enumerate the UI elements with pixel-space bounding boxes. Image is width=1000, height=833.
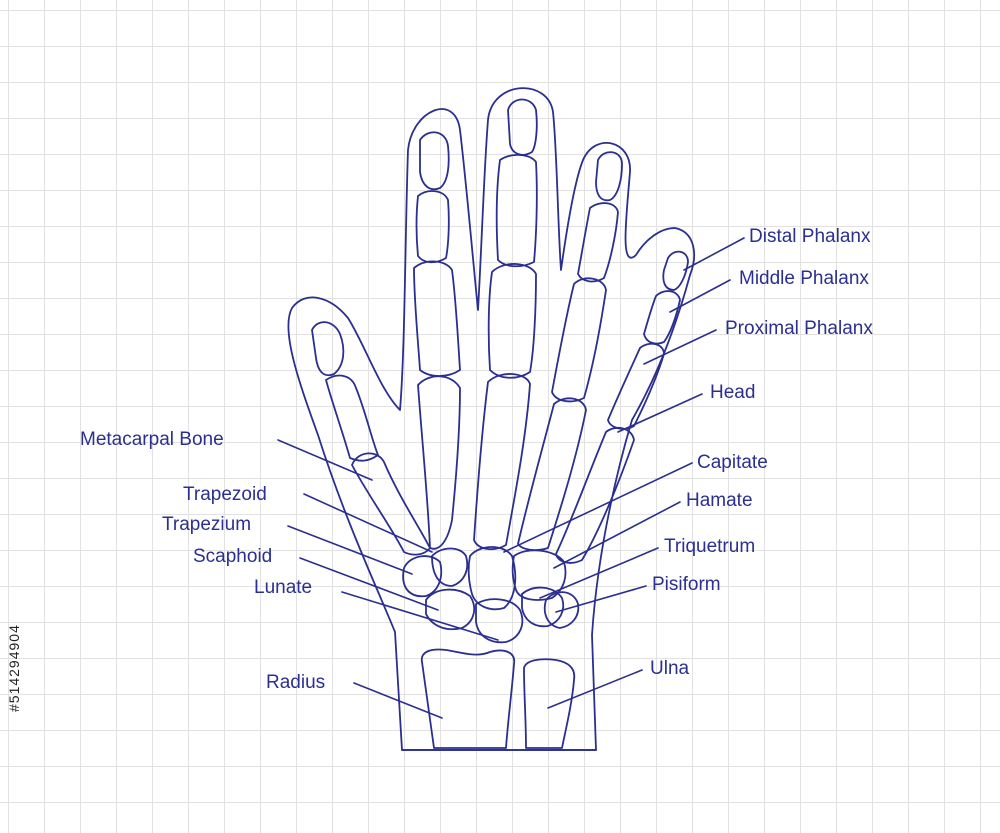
hand-outline (287, 87, 696, 751)
little-proximal-phalanx (607, 342, 665, 430)
hamate-bone (511, 549, 567, 601)
label-lunate: Lunate (254, 577, 313, 598)
label-proximal-phalanx: Proximal Phalanx (725, 318, 873, 339)
label-middle-phalanx: Middle Phalanx (739, 268, 869, 289)
stock-id-watermark: #514294904 (6, 624, 22, 712)
ring-metacarpal (517, 397, 587, 551)
ring-distal-phalanx (595, 151, 623, 202)
label-radius: Radius (266, 672, 326, 693)
label-trapezium: Trapezium (162, 514, 252, 535)
thumb-distal-phalanx (311, 321, 345, 377)
pisiform-bone (543, 591, 580, 629)
label-triquetrum: Triquetrum (664, 536, 756, 557)
middle-proximal-phalanx (487, 263, 537, 379)
ring-proximal-phalanx (551, 277, 607, 403)
trapezium-bone (402, 555, 443, 598)
index-distal-phalanx (419, 131, 450, 191)
thumb-metacarpal (351, 452, 431, 556)
radius-bone (420, 648, 516, 749)
leader-lines (277, 237, 745, 719)
label-hamate: Hamate (686, 490, 753, 511)
label-pisiform: Pisiform (652, 574, 721, 595)
middle-distal-phalanx (507, 98, 538, 156)
index-middle-phalanx (415, 190, 450, 264)
label-metacarpal-bone: Metacarpal Bone (80, 429, 224, 450)
label-distal-phalanx: Distal Phalanx (749, 226, 871, 247)
little-middle-phalanx (643, 290, 681, 345)
label-capitate: Capitate (697, 452, 768, 473)
scaphoid-bone (425, 588, 476, 631)
little-metacarpal (555, 426, 635, 564)
ring-middle-phalanx (577, 202, 619, 283)
label-ulna: Ulna (650, 658, 690, 679)
triquetrum-bone (521, 586, 565, 628)
label-head: Head (710, 382, 756, 403)
index-proximal-phalanx (413, 260, 461, 377)
label-trapezoid: Trapezoid (183, 484, 267, 505)
thumb-proximal-phalanx (325, 374, 379, 462)
middle-metacarpal (473, 373, 531, 551)
little-distal-phalanx (662, 250, 689, 291)
trapezoid-bone (431, 547, 469, 587)
index-metacarpal (417, 375, 461, 550)
capitate-bone (467, 546, 517, 611)
middle-middle-phalanx (495, 154, 538, 268)
ulna-bone (523, 658, 576, 749)
label-scaphoid: Scaphoid (193, 546, 273, 567)
